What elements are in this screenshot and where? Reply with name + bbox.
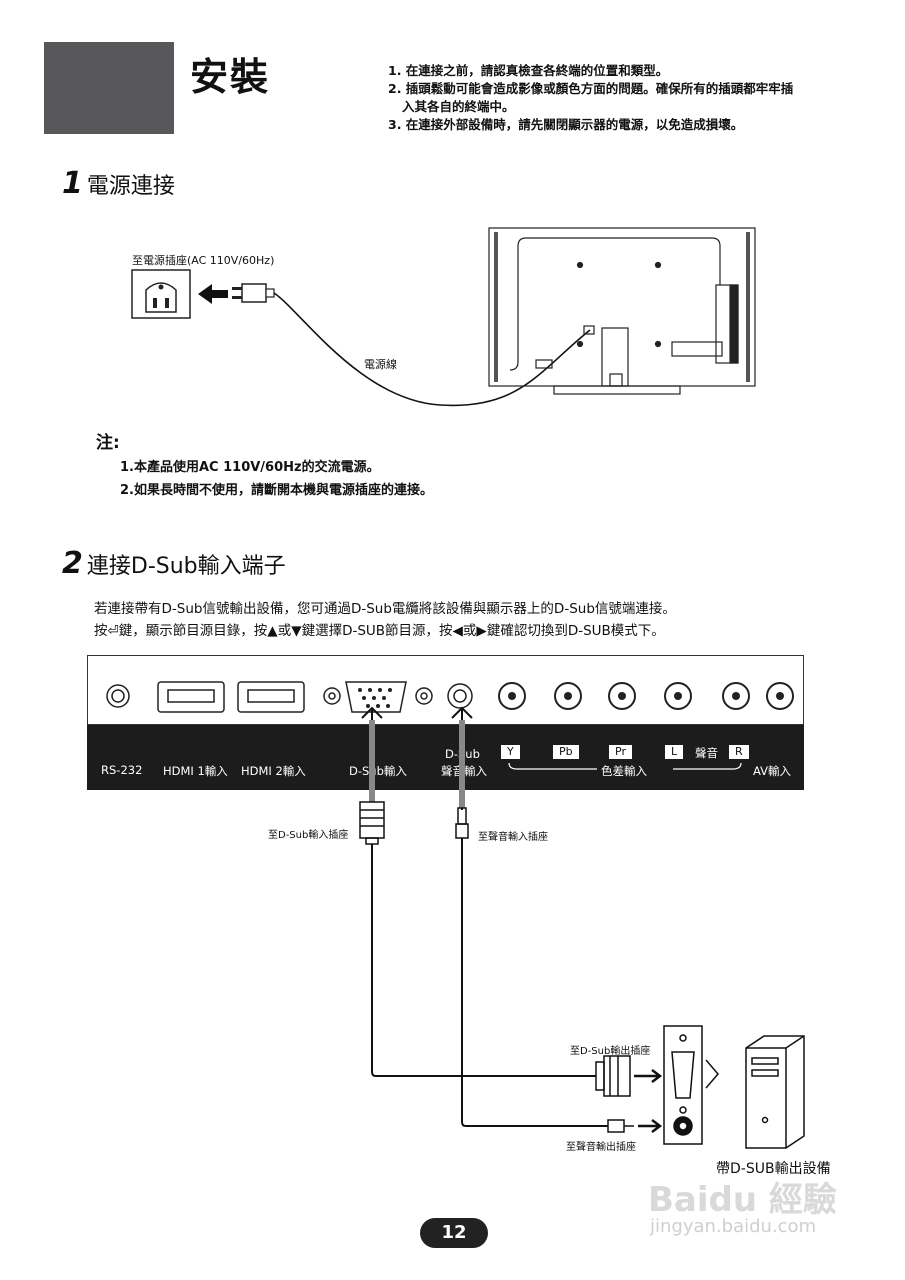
watermark-url: jingyan.baidu.com [650,1216,817,1237]
to-dsub-in-label: 至D-Sub輸入插座 [268,830,349,841]
rca-ports [498,682,794,710]
dsub-label: D-Sub輸入 [349,764,407,778]
l-chip: L [665,745,684,759]
to-audio-in-label: 至聲音輸入插座 [478,832,548,843]
power-plug-icon [232,283,275,303]
audio-cable [461,838,608,1127]
pr-chip: Pr [609,745,632,759]
wall-outlet-icon [131,269,191,319]
rs232-port [106,684,130,708]
intro-item: 1. 在連接之前，請認真檢查各終端的位置和類型。 [388,63,669,78]
note-list: 1.本產品使用AC 110V/60Hz的交流電源。 2.如果長時間不使用，請斷開… [120,456,433,502]
dsub-diagram [359,706,805,1149]
panel-ports-row [87,655,804,725]
intro-item: 2. 插頭鬆動可能會造成影像或顏色方面的問題。確保所有的插頭都牢牢插 [388,81,794,96]
outlet-label: 至電源插座(AC 110V/60Hz) [132,254,275,267]
pb-chip: Pb [553,745,579,759]
hdmi2-port [237,681,305,713]
section1-title: 電源連接 [86,174,175,199]
dsub-port [345,681,407,713]
watermark-brand: Baidu 經驗 [648,1180,837,1220]
hdmi1-label: HDMI 1輸入 [163,764,228,778]
dsub-audio-port [447,683,473,709]
device-port-panel [663,1025,719,1145]
intro-item: 入其各自的終端中。 [402,99,515,114]
component-label: 色差輸入 [601,764,647,778]
power-cable-label: 電源線 [364,358,397,371]
page-number: 12 [420,1218,488,1248]
connector-panel: RS-232 HDMI 1輸入 HDMI 2輸入 D-Sub輸入 D-Sub 聲… [87,655,804,790]
device-label: 帶D-SUB輸出設備 [716,1161,831,1177]
tv-back-icon [488,227,756,395]
r-chip: R [729,745,749,759]
note-title: 注: [96,433,120,453]
dsub-cable [371,844,596,1077]
note-item: 2.如果長時間不使用，請斷開本機與電源插座的連接。 [120,483,433,498]
plug-arrow-icon [198,284,228,304]
intro-list: 1. 在連接之前，請認真檢查各終端的位置和類型。 2. 插頭鬆動可能會造成影像或… [388,62,793,134]
description-line: 按⏎鍵，顯示節目源目錄，按▲或▼鍵選擇D-SUB節目源，按◀或▶鍵確認切換到D-… [94,623,665,639]
power-diagram [131,227,756,407]
y-chip: Y [501,745,520,759]
to-dsub-out-label: 至D-Sub輸出插座 [570,1046,651,1057]
av-label: AV輸入 [753,764,791,778]
intro-item: 3. 在連接外部設備時，請先關閉顯示器的電源，以免造成損壞。 [388,117,744,132]
hdmi1-port [157,681,225,713]
description-line: 若連接帶有D-Sub信號輸出設備，您可通過D-Sub電纜將該設備與顯示器上的D-… [94,601,676,617]
section1-number: 1 [62,166,83,201]
note-item: 1.本產品使用AC 110V/60Hz的交流電源。 [120,460,380,475]
page-title: 安裝 [190,55,271,99]
component-bracket [508,762,742,770]
section2-title: 連接D-Sub輸入端子 [86,554,286,579]
panel-ports [106,681,794,713]
audio-plug-icon [455,807,469,839]
panel-label-bar: RS-232 HDMI 1輸入 HDMI 2輸入 D-Sub輸入 D-Sub 聲… [87,725,804,790]
hdmi2-label: HDMI 2輸入 [241,764,306,778]
dsub-plug-icon [359,801,385,845]
computer-tower-icon [745,1035,805,1149]
section2-description: 若連接帶有D-Sub信號輸出設備，您可通過D-Sub電纜將該設備與顯示器上的D-… [94,598,676,642]
power-cable [273,292,591,407]
section2-number: 2 [62,546,83,581]
to-audio-out-label: 至聲音輸出插座 [566,1142,636,1153]
audio-label: 聲音 [695,746,718,760]
rs232-label: RS-232 [101,763,143,777]
header-block [44,42,174,134]
